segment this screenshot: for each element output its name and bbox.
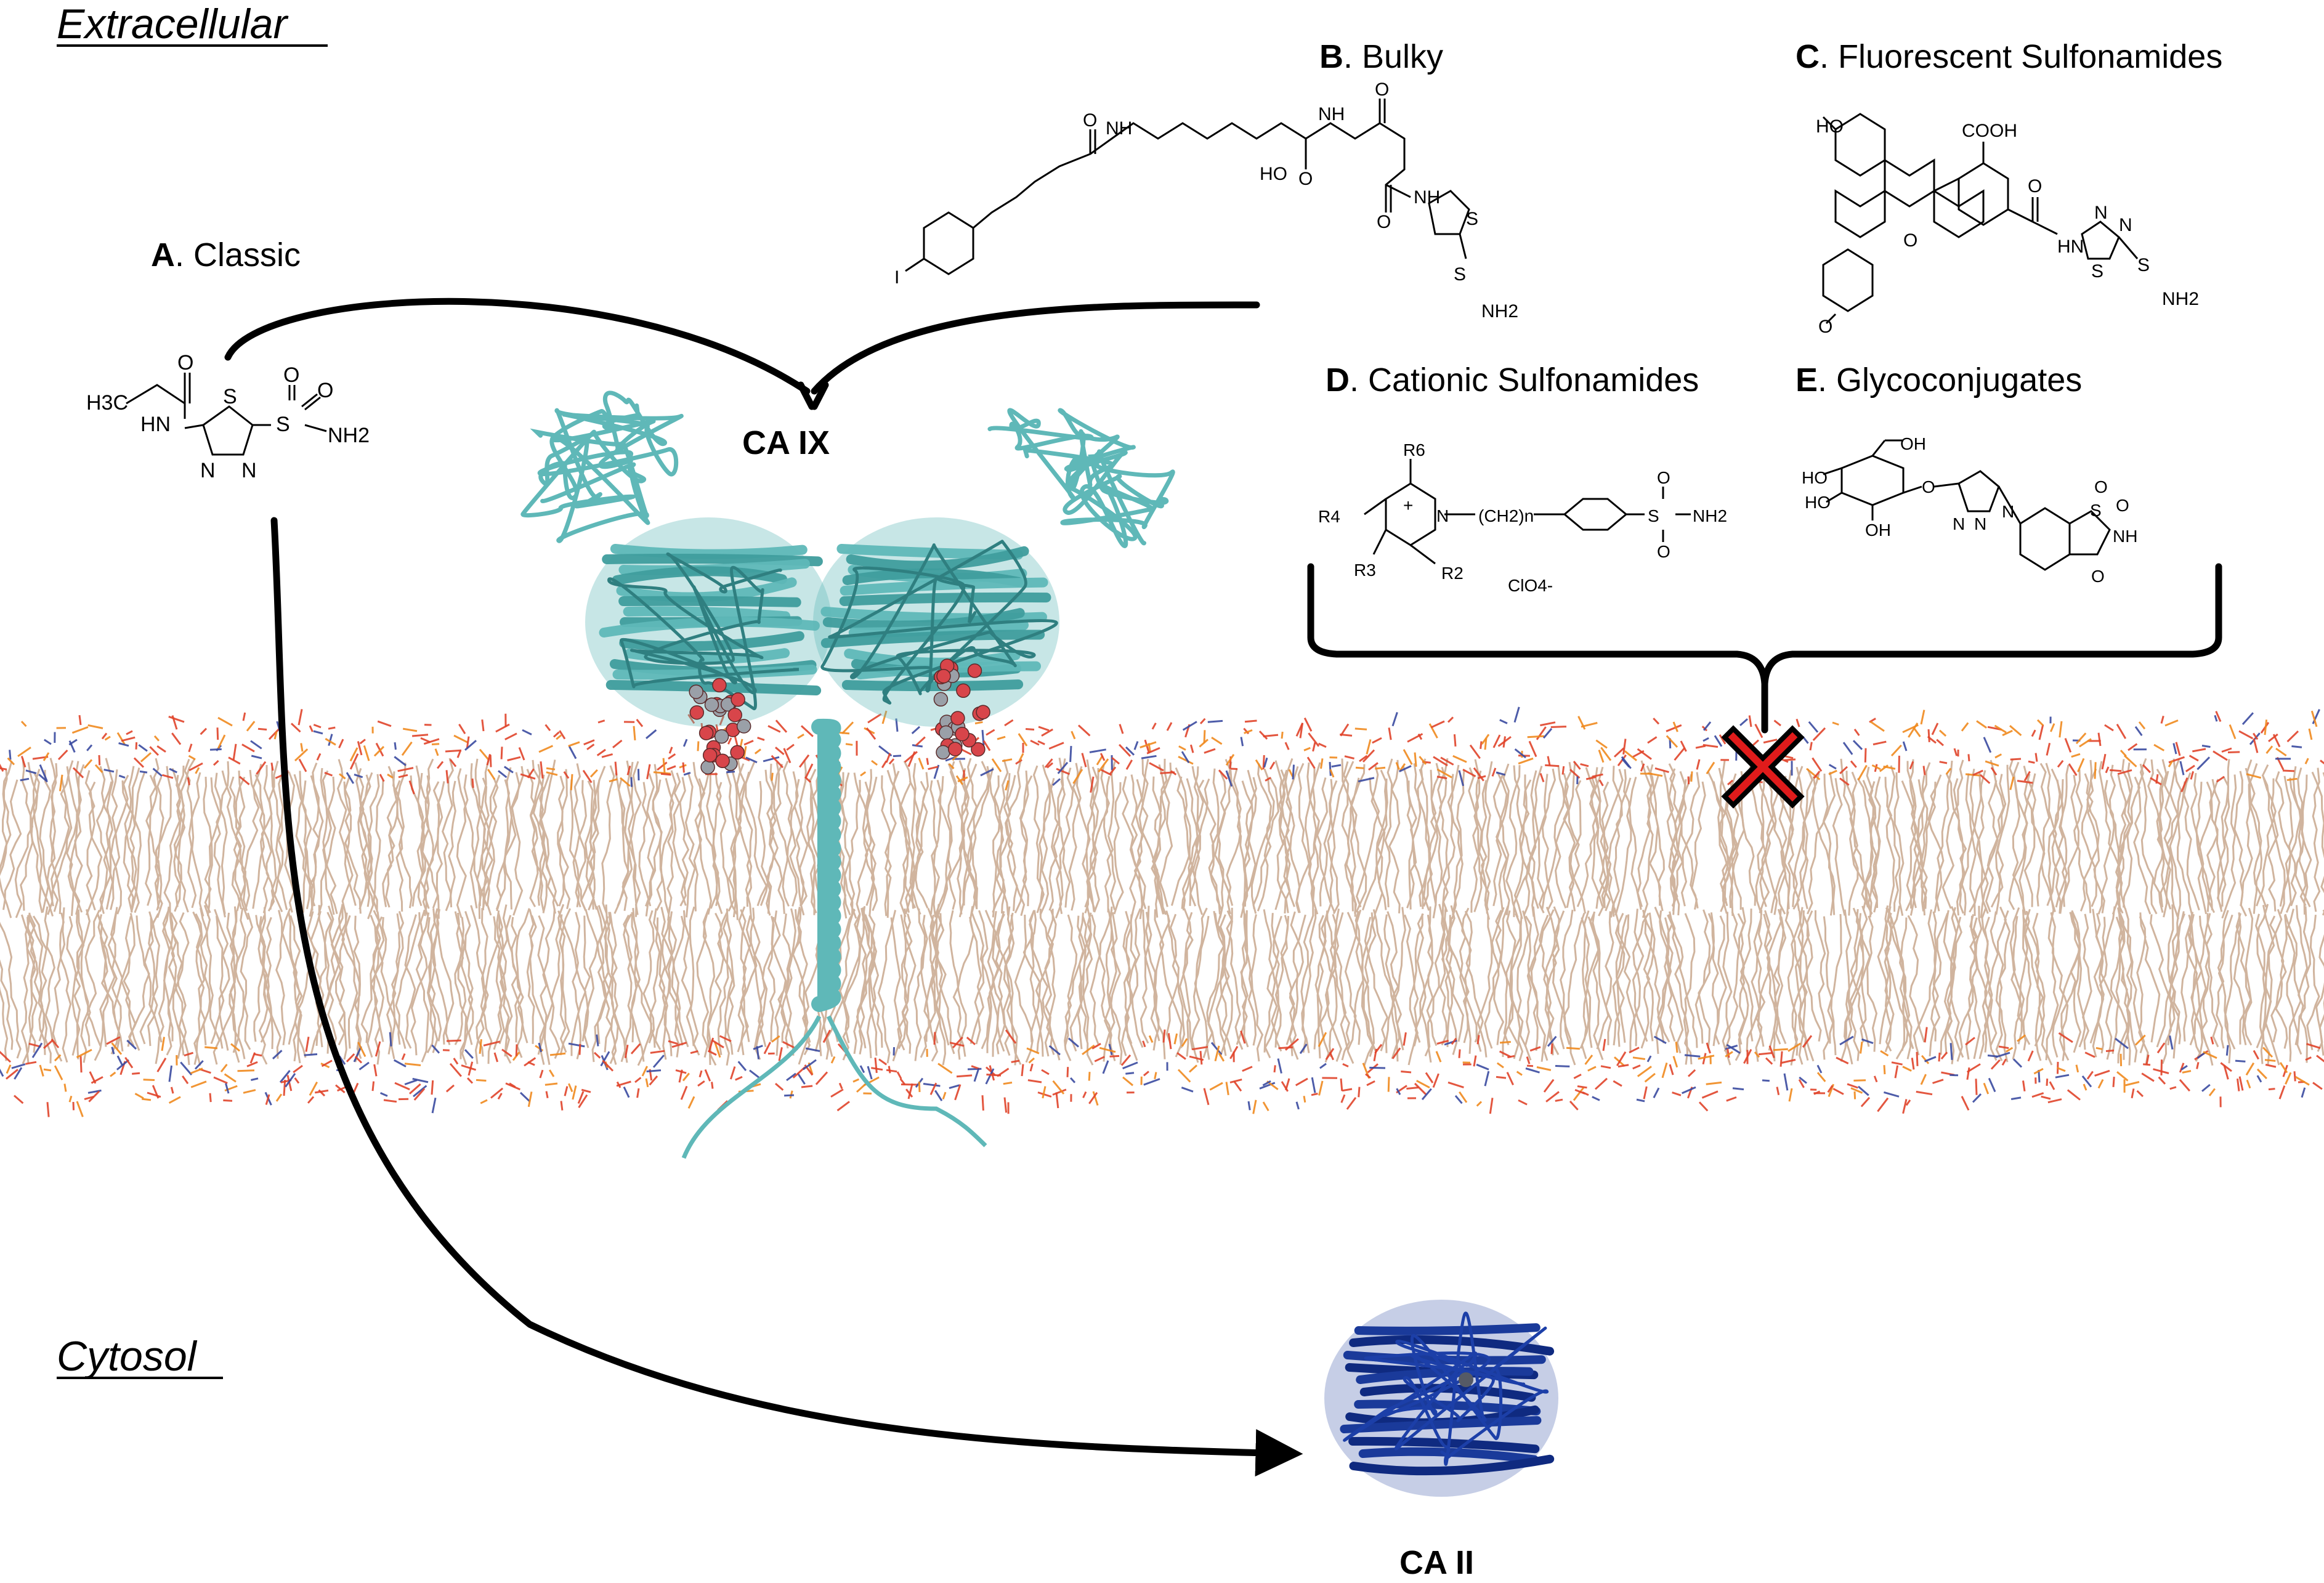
atom-hn: HN bbox=[140, 413, 171, 436]
atom-n2: N bbox=[241, 459, 257, 482]
structure-a-atoms: H3C O HN S N N S O O NH2 bbox=[86, 351, 370, 482]
ca-ix-catalytic-domains bbox=[585, 517, 1059, 727]
atom-i: I bbox=[894, 267, 899, 288]
extracellular-label: Extracellular bbox=[57, 1, 288, 47]
panel-e-heading: E. Glycoconjugates bbox=[1796, 362, 2082, 399]
atom-nh2: NH2 bbox=[1693, 506, 1727, 525]
bracket-blocked-inhibitors bbox=[1307, 563, 2222, 734]
atom-o: O bbox=[1083, 110, 1097, 131]
atom-clo4: ClO4- bbox=[1508, 576, 1553, 595]
structure-e-glycoconjugate bbox=[1823, 439, 2111, 571]
ca-ix-loops bbox=[520, 391, 1175, 548]
atom-ho: HO bbox=[1816, 116, 1844, 137]
atom-s2: S bbox=[2137, 255, 2150, 275]
cytosol-label: Cytosol bbox=[57, 1333, 198, 1380]
lipid-tails bbox=[0, 757, 2324, 1066]
structure-d-atoms: R6 R4 R3 R2 + N (CH2)n S O O NH2 ClO4- bbox=[1318, 440, 1727, 595]
pathway-arrows bbox=[224, 298, 2222, 1477]
atom-n3: N bbox=[2002, 502, 2014, 521]
atom-n: N bbox=[1436, 506, 1449, 525]
atom-o3: O bbox=[1298, 169, 1313, 189]
atom-nh2: NH2 bbox=[328, 424, 370, 447]
atom-n1: N bbox=[2094, 203, 2108, 223]
atom-r6: R6 bbox=[1403, 440, 1425, 460]
atom-n2: N bbox=[1974, 514, 1986, 533]
atom-cooh: COOH bbox=[1962, 121, 2017, 141]
atom-nh: NH bbox=[2113, 527, 2137, 546]
ca-ix-label: CA IX bbox=[742, 424, 830, 461]
atom-nh2: NH bbox=[1318, 104, 1345, 124]
atom-s: S bbox=[223, 385, 237, 408]
atom-o3: O bbox=[317, 379, 333, 402]
atom-o: O bbox=[177, 351, 193, 374]
panel-d-heading: D. Cationic Sulfonamides bbox=[1326, 362, 1699, 399]
structure-c-atoms: HO COOH O O HN N N S S NH2 O bbox=[1816, 116, 2199, 337]
atom-nh2: NH2 bbox=[1481, 301, 1518, 322]
atom-o-link: O bbox=[1922, 477, 1935, 496]
atom-r4: R4 bbox=[1318, 507, 1340, 526]
atom-o1: O bbox=[2116, 496, 2129, 515]
ca-ix-protein bbox=[520, 391, 1175, 1159]
arrow-caix-head-left bbox=[797, 381, 816, 410]
atom-o2: O bbox=[283, 363, 299, 387]
atom-nh3: NH bbox=[1414, 187, 1440, 208]
atom-n1: N bbox=[1953, 514, 1965, 533]
atom-o-ring: O bbox=[1903, 230, 1917, 251]
atom-s: S bbox=[1648, 506, 1659, 525]
atom-oh1: OH bbox=[1900, 434, 1926, 453]
atom-ch2n: (CH2)n bbox=[1478, 506, 1534, 525]
atom-o-keto: O bbox=[1818, 317, 1832, 337]
ca-ix-bound-ligands bbox=[689, 658, 990, 775]
atom-ho2: HO bbox=[1805, 493, 1831, 512]
atom-o2: O bbox=[1657, 542, 1670, 561]
atom-o: O bbox=[2028, 176, 2042, 196]
atom-r3: R3 bbox=[1354, 561, 1376, 580]
structure-e-atoms: OH HO HO OH O N N N S O O NH O bbox=[1802, 434, 2137, 586]
structure-d-cationic bbox=[1364, 459, 1691, 565]
atom-nh2: NH2 bbox=[2162, 289, 2199, 309]
ca-ii-protein bbox=[1324, 1300, 1558, 1497]
atom-r2: R2 bbox=[1441, 564, 1464, 583]
arrow-classic-to-caii bbox=[270, 517, 1303, 1477]
arrow-bulky-to-caix bbox=[811, 301, 1260, 395]
atom-oh2: OH bbox=[1865, 520, 1891, 540]
ca-ii-label: CA II bbox=[1399, 1544, 1474, 1581]
structure-a-acetazolamide bbox=[126, 373, 327, 456]
atom-ho: HO bbox=[1260, 164, 1287, 184]
atom-o1: O bbox=[1657, 468, 1670, 487]
structure-b-atoms: I O NH NH O HO O O NH S S NH2 bbox=[894, 79, 1518, 322]
atom-h3c: H3C bbox=[86, 391, 128, 415]
atom-n1: N bbox=[200, 459, 216, 482]
structure-c-fluorescent bbox=[1822, 113, 2139, 325]
atom-s: S bbox=[2091, 261, 2103, 281]
panel-a-heading: A. Classic bbox=[151, 237, 301, 273]
atom-ho1: HO bbox=[1802, 468, 1828, 487]
atom-o2: O bbox=[2094, 477, 2108, 496]
lipid-membrane bbox=[0, 706, 2324, 1117]
atom-n2: N bbox=[2119, 215, 2132, 235]
atom-s2: S bbox=[1454, 264, 1466, 285]
structure-b-bulky bbox=[905, 99, 1470, 275]
atom-charge: + bbox=[1403, 496, 1413, 515]
ca-ix-transmembrane-helix bbox=[681, 718, 987, 1159]
atom-o2: O bbox=[1375, 79, 1389, 100]
atom-hn: HN bbox=[2057, 237, 2084, 257]
arrow-classic-to-caix bbox=[224, 298, 811, 395]
panel-c-heading: C. Fluorescent Sulfonamides bbox=[1796, 38, 2222, 75]
panel-b-heading: B. Bulky bbox=[1319, 38, 1443, 75]
atom-o4: O bbox=[1377, 212, 1391, 232]
arrow-caix-head-right bbox=[811, 381, 829, 410]
atom-s2: S bbox=[276, 413, 290, 436]
atom-s: S bbox=[1466, 209, 1478, 229]
blocked-x-icon bbox=[1721, 725, 1805, 809]
atom-nh1: NH bbox=[1106, 118, 1132, 139]
atom-o3: O bbox=[2091, 567, 2105, 586]
atom-s: S bbox=[2090, 501, 2102, 520]
